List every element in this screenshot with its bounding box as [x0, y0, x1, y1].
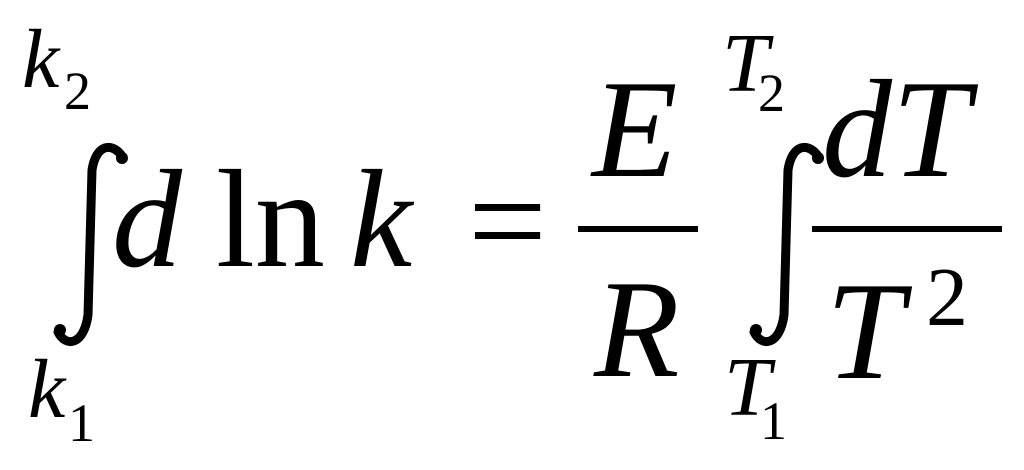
lhs-upper-limit-subscript: 2 [64, 61, 91, 121]
rhs-upper-limit-base: T [722, 17, 769, 110]
rhs-upper-limit-subscript: 2 [758, 63, 785, 123]
equals-sign: = [468, 144, 547, 299]
lhs-lower-limit-base: k [28, 343, 66, 436]
integrand-ln: ln [216, 142, 325, 297]
integral-fraction-denominator-base: T [826, 254, 904, 409]
integral-sign-icon [53, 142, 128, 346]
fraction-numerator: E [592, 52, 678, 207]
integral-sign-icon [749, 142, 824, 346]
integrand-k: k [350, 142, 413, 297]
fraction-denominator: R [594, 252, 680, 407]
fraction-bar [578, 226, 698, 232]
integral-fraction-bar [812, 226, 1002, 232]
lhs-lower-limit-subscript: 1 [68, 393, 95, 453]
integral-fraction-denominator-exponent: 2 [926, 251, 968, 344]
integrand-d: d [112, 142, 182, 297]
integral-fraction-numerator: dT [822, 52, 970, 207]
lhs-upper-limit-base: k [22, 13, 60, 106]
rhs-lower-limit-base: T [724, 341, 771, 434]
rhs-lower-limit-subscript: 1 [760, 391, 787, 451]
